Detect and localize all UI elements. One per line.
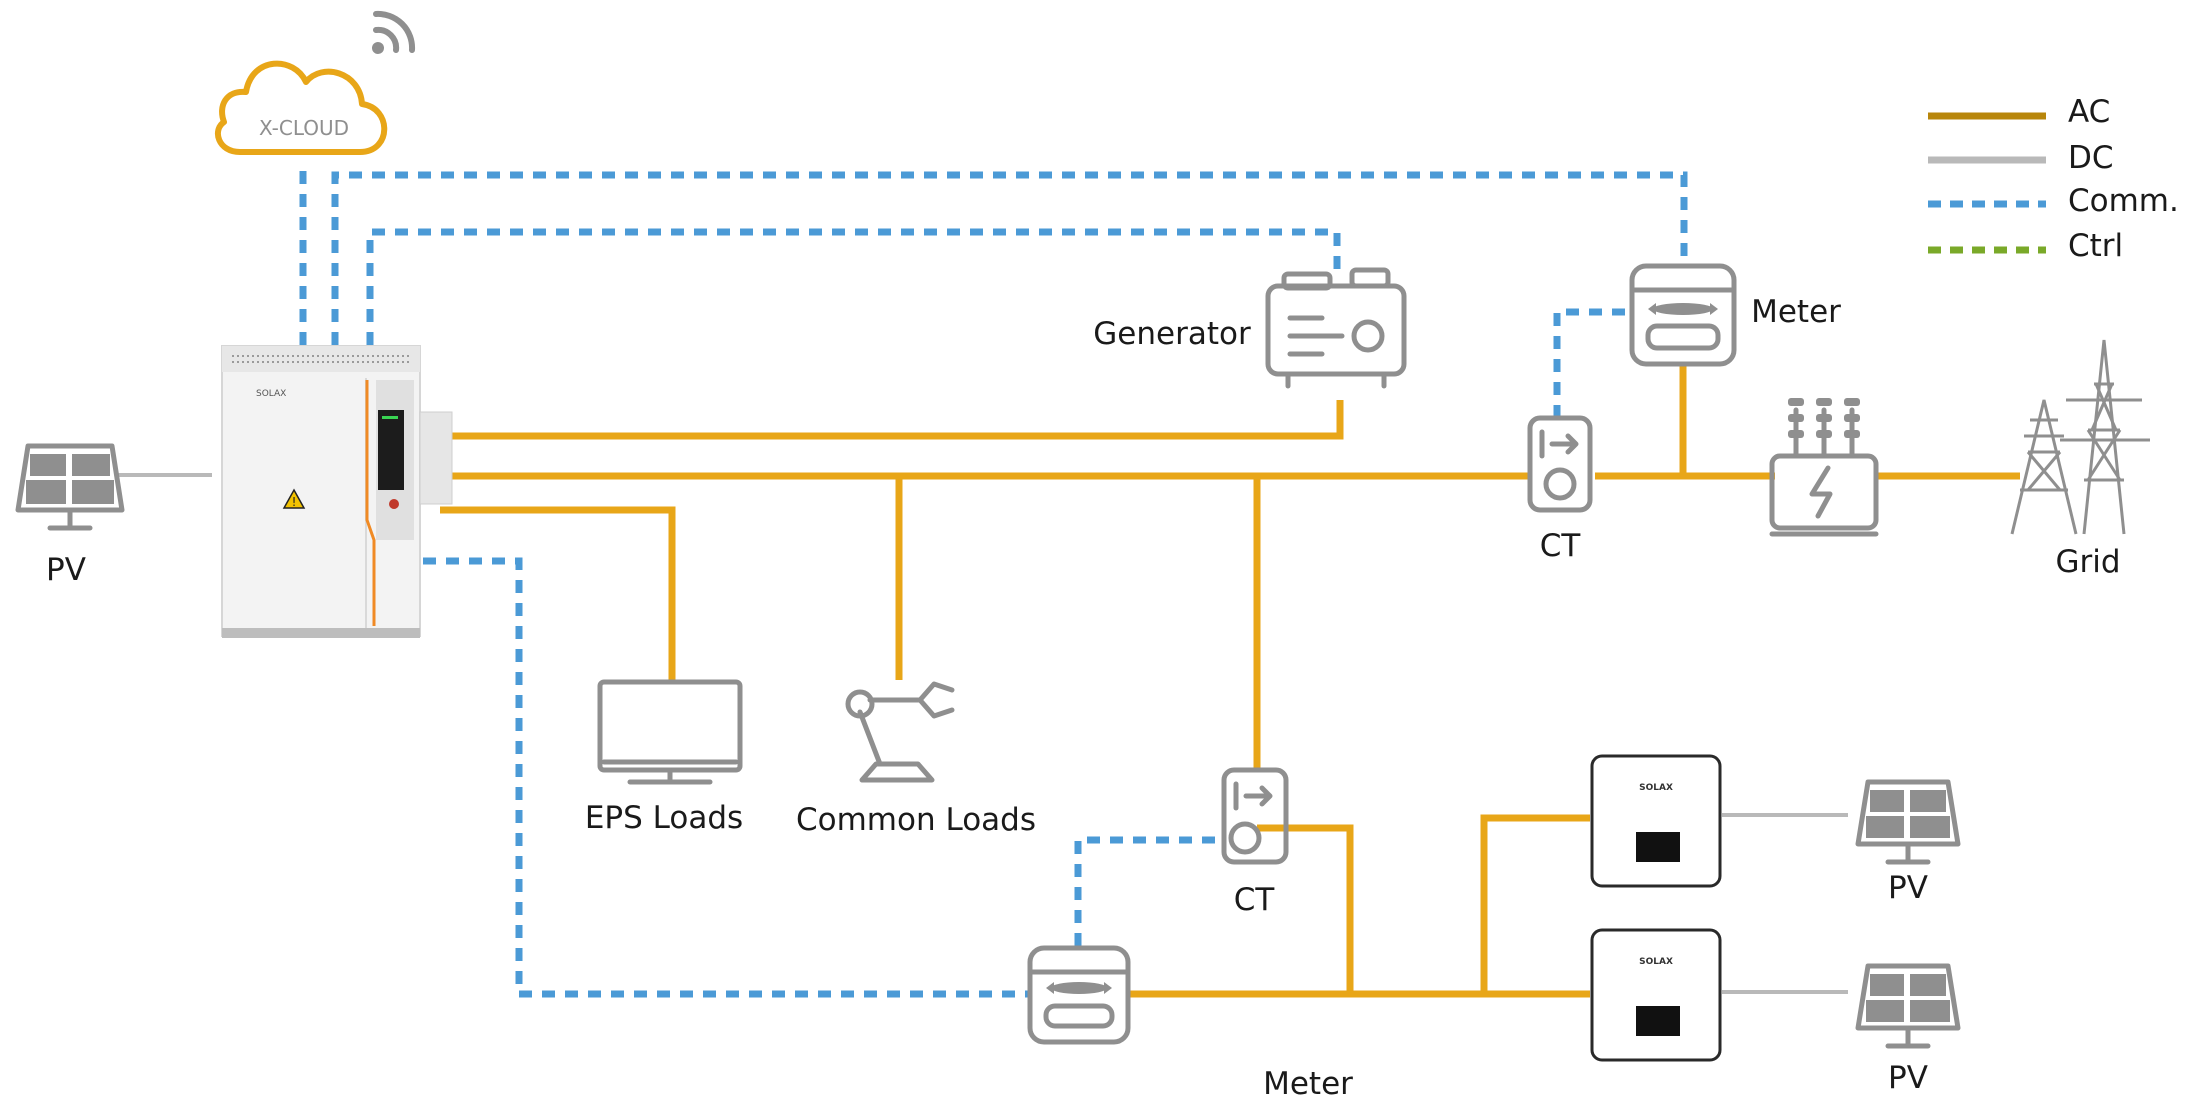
inverter-top: SOLAX — [1590, 754, 1722, 888]
ac-line-generator — [450, 400, 1344, 440]
meter-bottom-label: Meter — [1263, 1066, 1353, 1097]
common-loads-robot-arm-icon — [845, 681, 955, 783]
legend-label-ac: AC — [2068, 94, 2110, 130]
battery-cabinet: SOLAX ! — [221, 345, 453, 638]
grid-tower-icon — [2010, 339, 2150, 535]
cloud-icon: X-CLOUD — [214, 60, 388, 155]
inverter-top-brand: SOLAX — [1639, 783, 1673, 793]
meter-icon-bottom — [1027, 945, 1131, 1045]
transformer-icon — [1769, 398, 1879, 537]
meter-icon-top — [1629, 263, 1737, 367]
inverter-bottom-brand: SOLAX — [1639, 957, 1673, 967]
ac-lines — [440, 365, 2020, 998]
cloud-label: X-CLOUD — [259, 116, 349, 140]
ac-line-inverter-top — [1480, 814, 1590, 994]
comm-line-generator — [366, 228, 1341, 345]
legend-label-ctrl: Ctrl — [2068, 228, 2123, 264]
warning-triangle-icon: ! — [282, 488, 306, 509]
generator-icon — [1265, 267, 1407, 389]
ct-bottom-label: CT — [1234, 882, 1276, 918]
svg-text:!: ! — [292, 495, 297, 509]
legend: AC DC Comm. Ctrl — [1928, 94, 2179, 264]
inverter-bottom: SOLAX — [1590, 928, 1722, 1062]
eps-loads-monitor-icon — [597, 679, 743, 785]
common-loads-label: Common Loads — [796, 802, 1036, 838]
dc-lines — [118, 473, 1848, 994]
generator-label: Generator — [1093, 316, 1251, 352]
grid-label: Grid — [2055, 544, 2120, 580]
eps-loads-label: EPS Loads — [585, 800, 743, 836]
wifi-icon — [372, 10, 416, 54]
solar-panel-icon-right-top — [1855, 779, 1961, 865]
pv-right-top-label: PV — [1888, 870, 1928, 906]
comm-line-top-meter — [331, 171, 1688, 345]
ct-top-label: CT — [1540, 528, 1582, 564]
legend-label-dc: DC — [2068, 140, 2114, 176]
solar-panel-icon-left — [15, 443, 125, 531]
cabinet-brand: SOLAX — [256, 389, 286, 399]
pv-right-bottom-label: PV — [1888, 1060, 1928, 1096]
meter-top-label: Meter — [1751, 294, 1841, 330]
comm-line-top-ct — [1553, 308, 1630, 418]
comm-line-bottom-meter — [423, 557, 1030, 998]
solar-panel-icon-right-bottom — [1855, 963, 1961, 1049]
ac-line-eps — [440, 506, 676, 680]
legend-label-comm: Comm. — [2068, 183, 2179, 219]
comm-line-bottom-ct — [1074, 836, 1224, 946]
ct-icon-bottom — [1221, 767, 1289, 865]
pv-left-label: PV — [46, 552, 86, 588]
comm-lines — [299, 163, 1688, 998]
ct-icon-top — [1527, 415, 1593, 513]
